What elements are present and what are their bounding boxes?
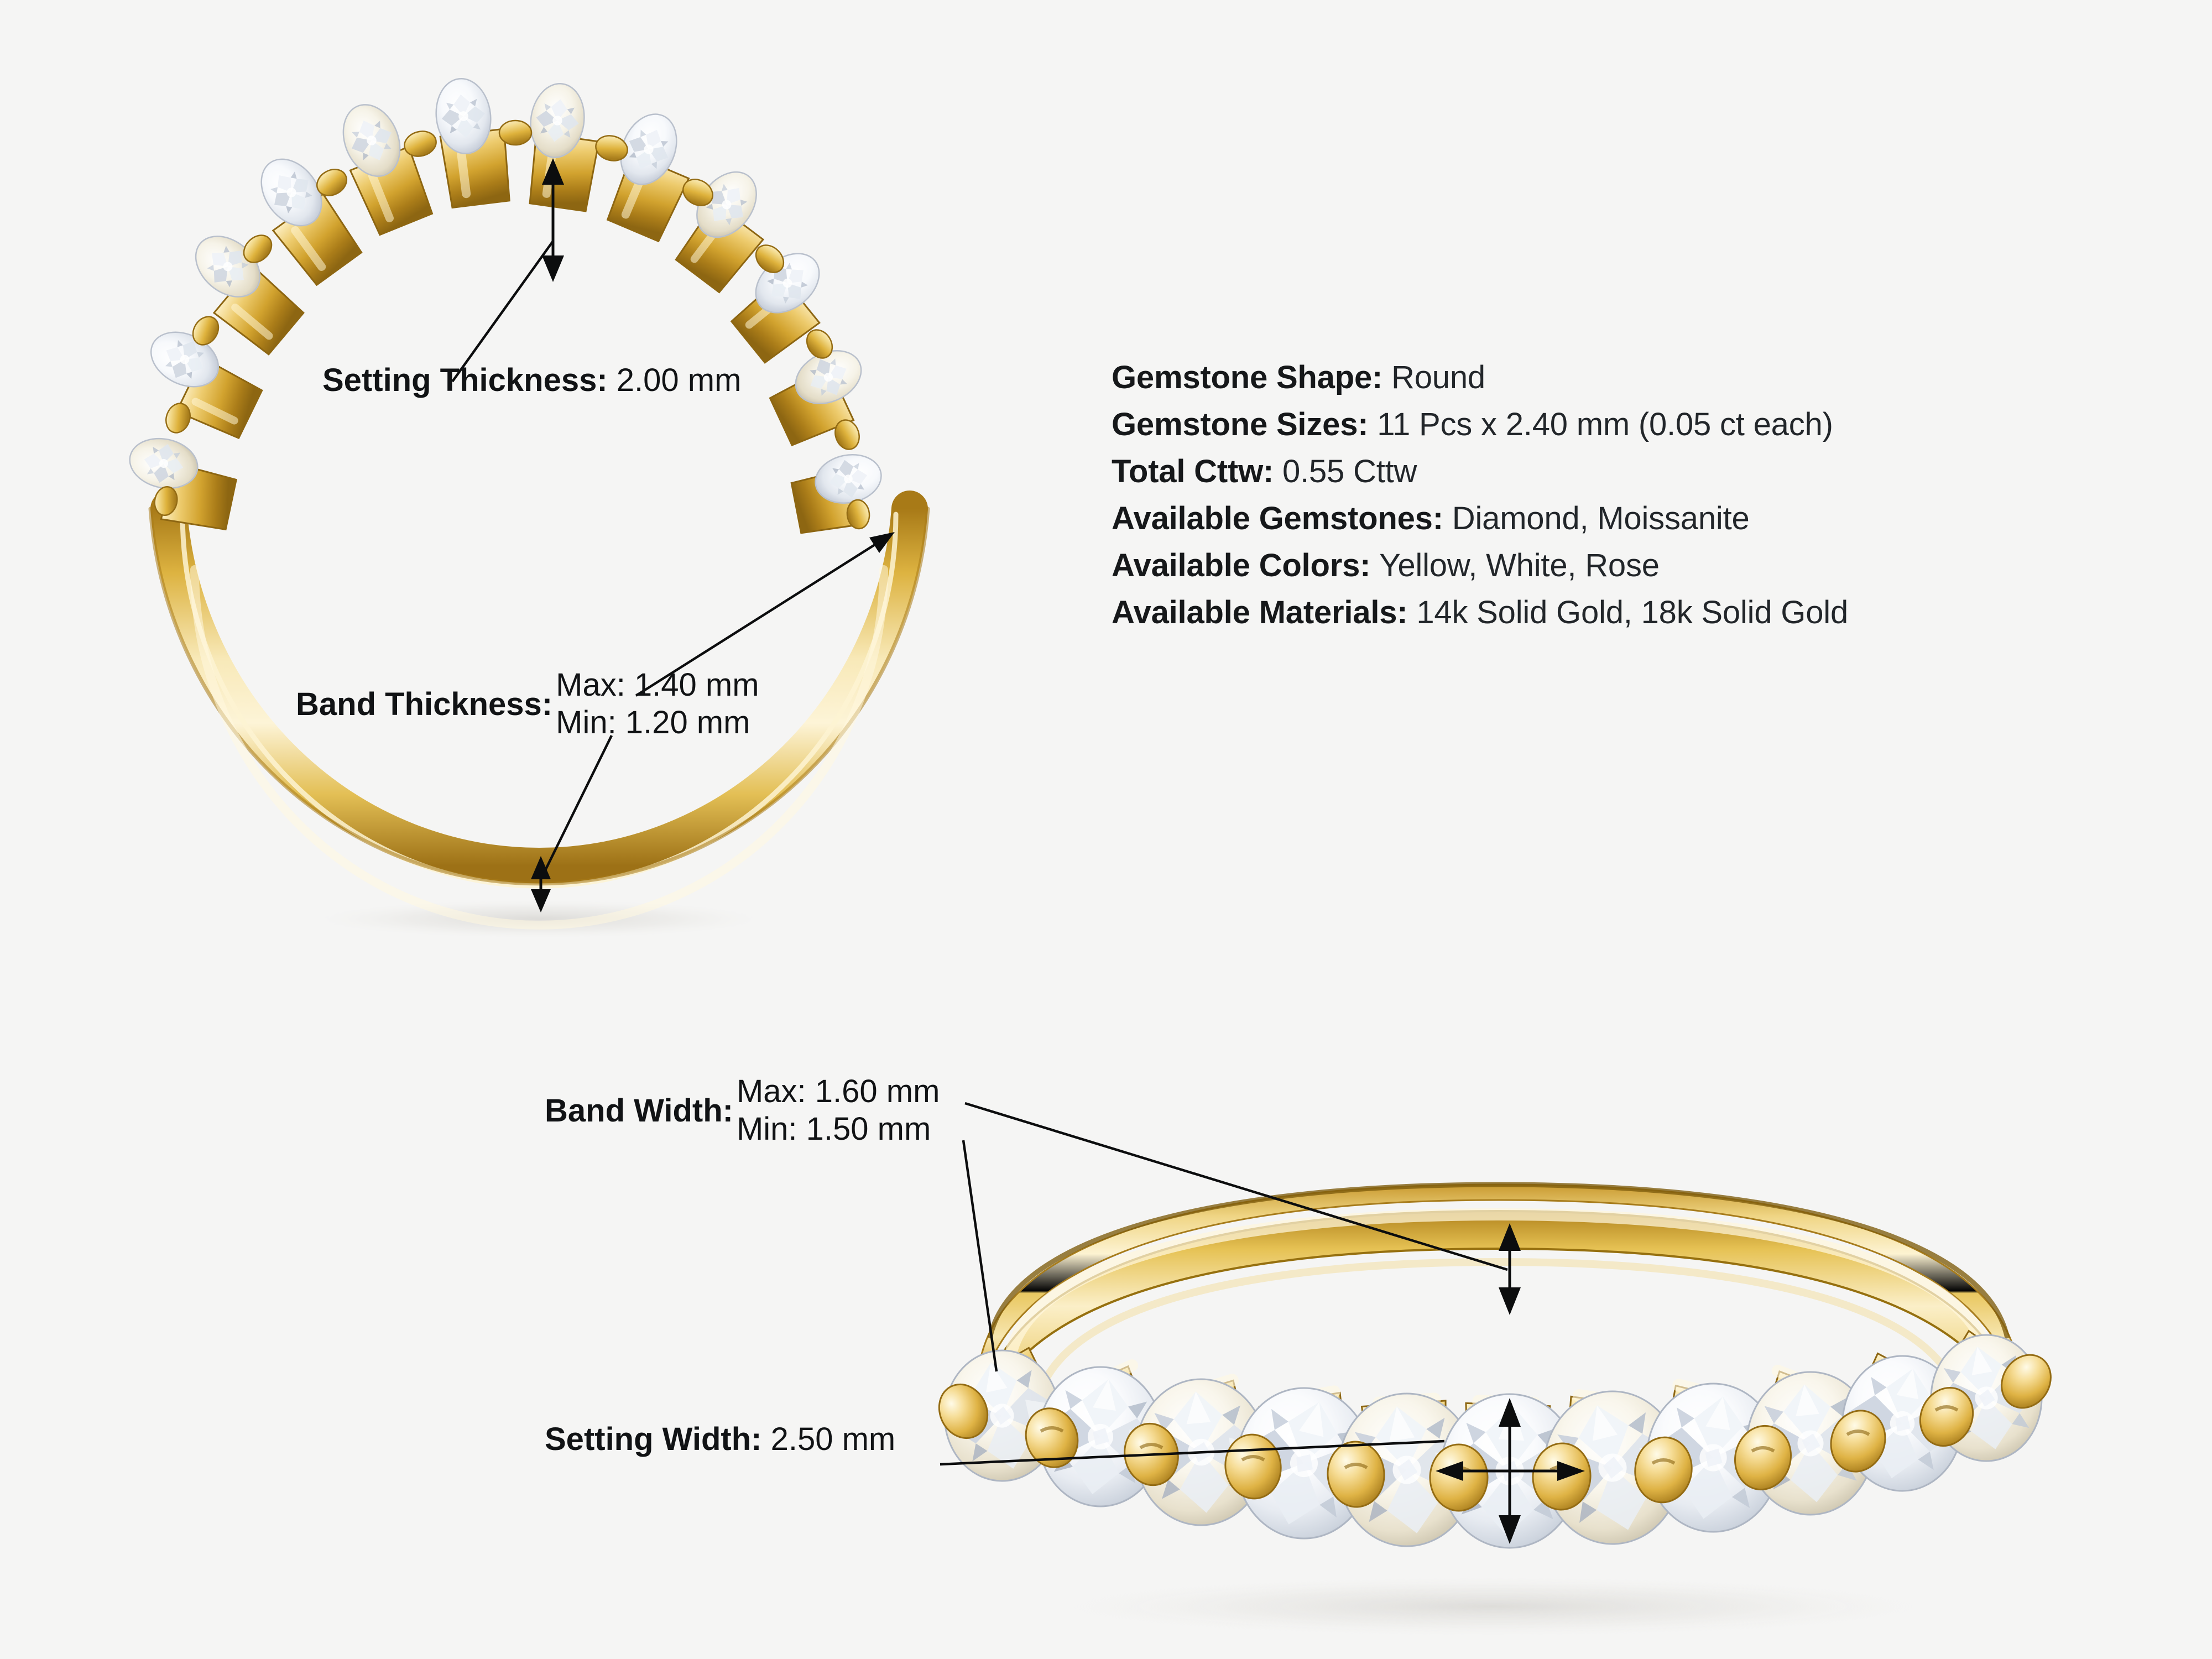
spec-row-available-colors: Available Colors: Yellow, White, Rose xyxy=(1112,542,2107,589)
spec-label: Available Colors: xyxy=(1112,547,1380,583)
prong-bead xyxy=(1919,1386,1974,1447)
profile-band-inner-highlight xyxy=(180,512,899,889)
perspective-ring-shadow xyxy=(1073,1578,1913,1635)
prong-bead xyxy=(938,1383,989,1439)
spec-label: Total Cttw: xyxy=(1112,453,1283,489)
spec-label: Gemstone Sizes: xyxy=(1112,406,1378,442)
spec-row-gemstone-shape: Gemstone Shape: Round xyxy=(1112,354,2107,401)
annotation-label: Band Width: xyxy=(545,1092,733,1129)
perspective-band-specular xyxy=(1006,1208,1991,1355)
spec-row-available-gemstones: Available Gemstones: Diamond, Moissanite xyxy=(1112,495,2107,542)
profile-arrowheads xyxy=(531,158,895,912)
setting-width-leader xyxy=(940,1439,1445,1466)
profile-band-outer-edge xyxy=(148,507,930,886)
annotation-value-min: Min: 1.50 mm xyxy=(736,1111,931,1147)
band-width-min-leader xyxy=(962,1140,998,1372)
specification-list: Gemstone Shape: Round Gemstone Sizes: 11… xyxy=(1112,354,2107,636)
spec-value: Diamond, Moissanite xyxy=(1452,500,1750,536)
spec-row-available-materials: Available Materials: 14k Solid Gold, 18k… xyxy=(1112,589,2107,636)
profile-prong-beads xyxy=(154,119,870,530)
spec-label: Available Materials: xyxy=(1112,594,1417,630)
prong-bead xyxy=(1830,1410,1886,1473)
annotation-band-thickness: Band Thickness: Max: 1.40 mm Min: 1.20 m… xyxy=(296,666,759,742)
annotation-value-max: Max: 1.60 mm xyxy=(736,1073,940,1109)
spec-value: 14k Solid Gold, 18k Solid Gold xyxy=(1416,594,1849,630)
perspective-prong-beads xyxy=(938,1354,2052,1512)
spec-value: 0.55 Cttw xyxy=(1282,453,1417,489)
spec-label: Available Gemstones: xyxy=(1112,500,1452,536)
spec-row-gemstone-sizes: Gemstone Sizes: 11 Pcs x 2.40 mm (0.05 c… xyxy=(1112,401,2107,448)
spec-value: 11 Pcs x 2.40 mm (0.05 ct each) xyxy=(1377,406,1833,442)
prong-bead xyxy=(1634,1436,1693,1504)
perspective-band-groove xyxy=(987,1182,2010,1339)
prong-bead xyxy=(2001,1354,2052,1409)
band-thickness-min-leader xyxy=(539,735,613,880)
annotation-value: 2.00 mm xyxy=(616,362,742,398)
prong-bead xyxy=(1025,1407,1079,1468)
band-thickness-max-leader xyxy=(635,533,893,697)
annotation-band-width: Band Width: Max: 1.60 mm Min: 1.50 mm xyxy=(545,1073,940,1148)
prong-bead xyxy=(1327,1441,1385,1508)
annotation-setting-thickness: Setting Thickness: 2.00 mm xyxy=(322,359,741,401)
band-width-max-leader xyxy=(964,1102,1508,1271)
annotation-label: Band Thickness: xyxy=(296,686,553,722)
spec-value: Round xyxy=(1391,359,1485,395)
annotation-value: 2.50 mm xyxy=(770,1421,896,1457)
annotation-setting-width: Setting Width: 2.50 mm xyxy=(545,1418,895,1460)
spec-label: Gemstone Shape: xyxy=(1112,359,1392,395)
profile-band-specular xyxy=(190,565,888,930)
annotation-label: Setting Thickness: xyxy=(322,362,617,398)
spec-row-total-cttw: Total Cttw: 0.55 Cttw xyxy=(1112,448,2107,495)
perspective-band-reflection xyxy=(1036,1258,1961,1397)
annotation-value-min: Min: 1.20 mm xyxy=(556,705,750,740)
spec-value: Yellow, White, Rose xyxy=(1379,547,1660,583)
perspective-band xyxy=(977,1182,2021,1449)
prong-bead xyxy=(1734,1425,1792,1491)
annotation-value-max: Max: 1.40 mm xyxy=(556,667,759,703)
perspective-arrowheads xyxy=(1436,1223,1585,1544)
perspective-dimension-lines xyxy=(940,1102,1579,1537)
annotation-label: Setting Width: xyxy=(545,1421,771,1457)
profile-setting-group xyxy=(129,77,882,534)
profile-gem-row xyxy=(129,77,882,504)
setting-thickness-leader xyxy=(451,240,554,383)
